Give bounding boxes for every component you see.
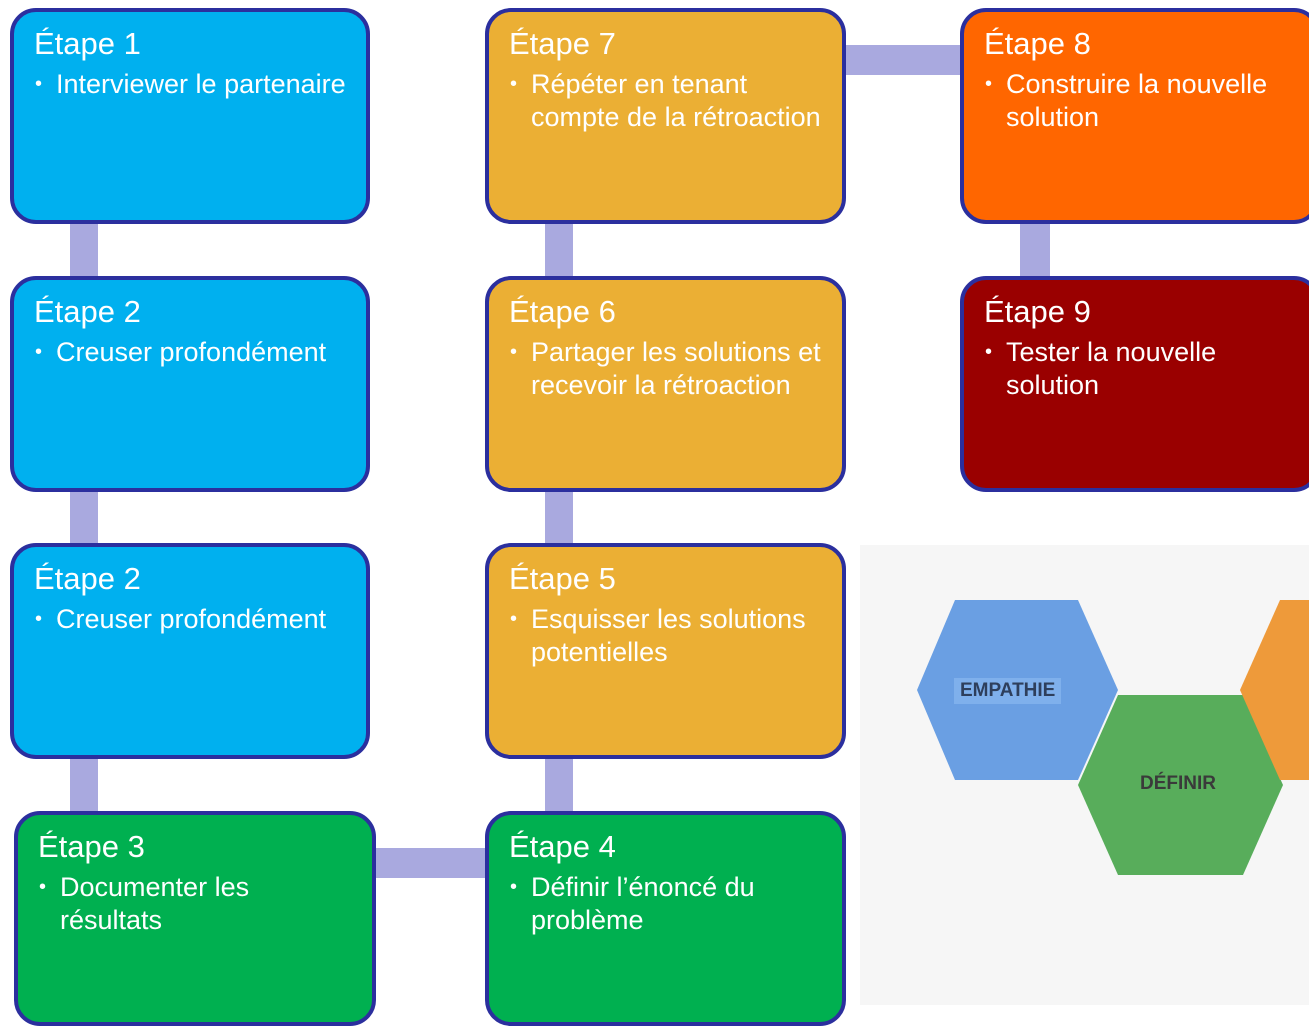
connector-4-5 [545, 757, 573, 813]
step-title: Étape 4 [509, 829, 616, 864]
step-bullet: Interviewer le partenaire [35, 68, 346, 101]
connector-8-9 [1020, 222, 1050, 278]
step-bullet: Partager les solutions et recevoir la ré… [510, 336, 822, 402]
step-title: Étape 2 [34, 561, 141, 596]
step-title: Étape 7 [509, 26, 616, 61]
step-box-4: Étape 4 Définir l’énoncé du problème [485, 811, 846, 1026]
step-box-6: Étape 6 Partager les solutions et recevo… [485, 276, 846, 492]
step-title: Étape 1 [34, 26, 141, 61]
connector-6-7 [545, 222, 573, 278]
step-box-3: Étape 3 Documenter les résultats [14, 811, 376, 1026]
step-bullet: Documenter les résultats [39, 871, 352, 937]
hexagons-graphic [917, 600, 1309, 875]
step-title: Étape 5 [509, 561, 616, 596]
connector-7-8 [843, 45, 963, 75]
step-bullet: Creuser profondément [35, 336, 346, 369]
step-box-2b: Étape 2 Creuser profondément [10, 543, 370, 759]
step-bullet: Esquisser les solutions potentielles [510, 603, 822, 669]
step-title: Étape 9 [984, 294, 1091, 329]
connector-2b-3 [70, 757, 98, 813]
step-bullet: Creuser profondément [35, 603, 346, 636]
definir-label: DÉFINIR [1140, 773, 1216, 794]
step-bullet: Construire la nouvelle solution [985, 68, 1296, 134]
step-title: Étape 6 [509, 294, 616, 329]
step-box-5: Étape 5 Esquisser les solutions potentie… [485, 543, 846, 759]
step-box-7: Étape 7 Répéter en tenant compte de la r… [485, 8, 846, 224]
ideate-hexagon-partial [1240, 600, 1309, 780]
step-box-2: Étape 2 Creuser profondément [10, 276, 370, 492]
step-box-8: Étape 8 Construire la nouvelle solution [960, 8, 1309, 224]
definir-hexagon [1078, 695, 1283, 875]
step-bullet: Répéter en tenant compte de la rétroacti… [510, 68, 822, 134]
connector-5-6 [545, 490, 573, 546]
empathie-label: EMPATHIE [954, 678, 1062, 704]
step-title: Étape 8 [984, 26, 1091, 61]
step-title: Étape 3 [38, 829, 145, 864]
connector-2-2b [70, 490, 98, 546]
step-bullet: Définir l’énoncé du problème [510, 871, 822, 937]
connector-3-4 [375, 848, 487, 878]
step-bullet: Tester la nouvelle solution [985, 336, 1296, 402]
step-title: Étape 2 [34, 294, 141, 329]
step-box-9: Étape 9 Tester la nouvelle solution [960, 276, 1309, 492]
step-box-1: Étape 1 Interviewer le partenaire [10, 8, 370, 224]
connector-1-2 [70, 222, 98, 278]
design-thinking-hexagons-image: EMPATHIE DÉFINIR [860, 545, 1309, 1005]
